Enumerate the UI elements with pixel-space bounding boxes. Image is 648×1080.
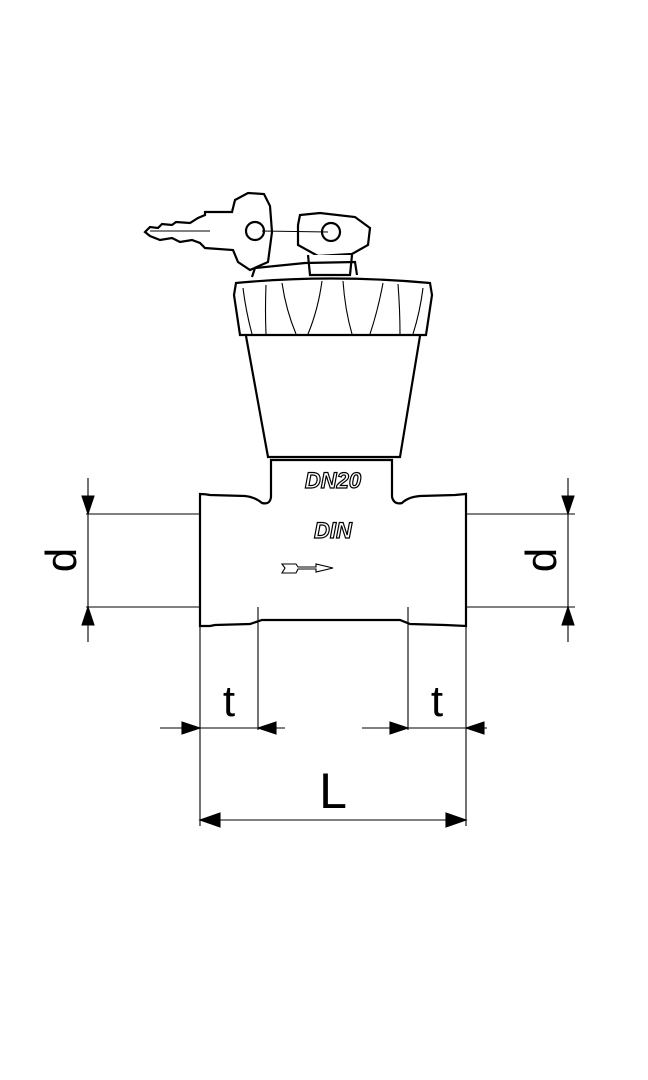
label-t-left: t xyxy=(223,677,235,726)
dimension-t-left xyxy=(160,721,285,735)
size-marking: DN20 xyxy=(305,468,362,493)
cap-knurled-ring xyxy=(232,277,434,337)
dimension-length xyxy=(198,812,468,828)
label-length: L xyxy=(319,763,347,819)
dimension-t-right xyxy=(362,721,487,735)
label-t-right: t xyxy=(431,677,443,726)
flow-arrow-icon xyxy=(280,563,334,574)
label-d-left: d xyxy=(37,548,86,572)
dimension-d-left xyxy=(81,478,200,642)
extension-lines xyxy=(199,607,467,826)
label-d-right: d xyxy=(517,548,566,572)
key-icon xyxy=(143,191,372,278)
standard-marking: DIN xyxy=(314,518,353,543)
cap-body xyxy=(244,335,422,459)
dimension-d-right xyxy=(466,478,575,642)
